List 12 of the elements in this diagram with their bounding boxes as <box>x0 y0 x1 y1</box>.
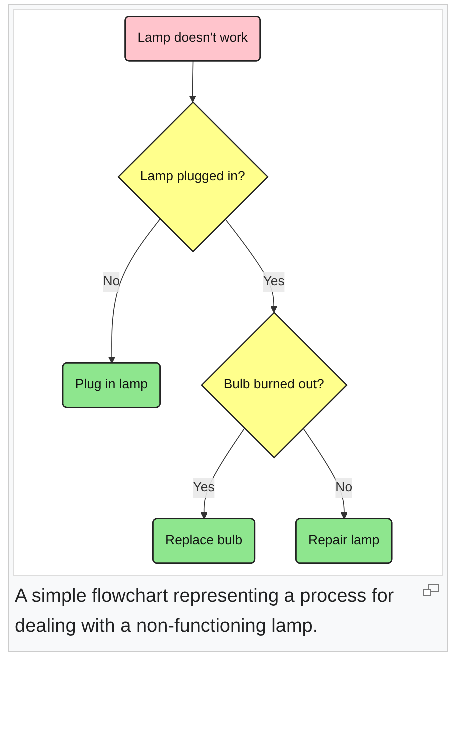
arrow <box>190 61 197 103</box>
arrow <box>225 218 278 314</box>
arrow <box>201 428 246 520</box>
arrow <box>304 428 349 520</box>
caption: A simple flowchart representing a process for dealing with a non-functioning lamp. <box>15 585 396 640</box>
edge-label: Yes <box>194 480 216 495</box>
arrow <box>108 218 162 364</box>
edge-label: Yes <box>264 274 286 289</box>
node-diamond: Lamp plugged in? <box>118 101 270 253</box>
node-diamond: Bulb burned out? <box>202 312 348 459</box>
edge-label: No <box>336 480 354 495</box>
edge-label: No <box>104 274 121 289</box>
